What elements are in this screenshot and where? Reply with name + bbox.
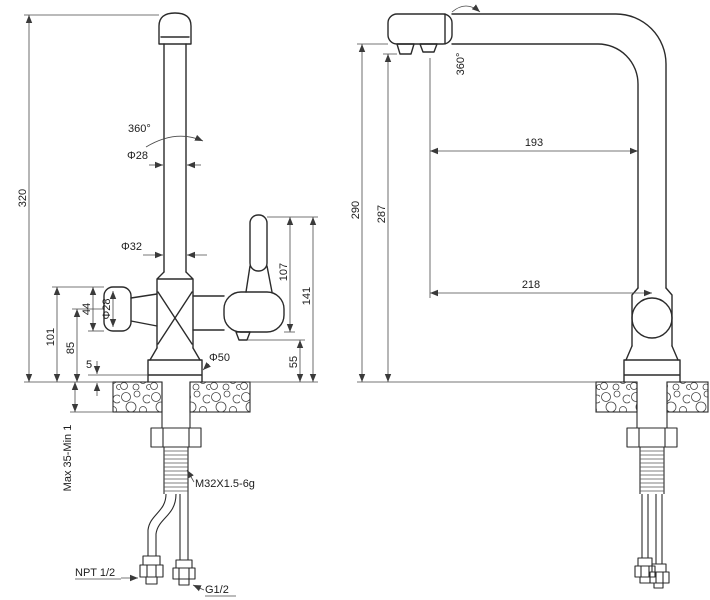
spout-tube-outer xyxy=(451,13,667,289)
dim-knob-top-height: 101 xyxy=(45,328,57,346)
side-spout-outlet xyxy=(235,331,251,341)
valve-body-cross xyxy=(157,291,193,345)
base-flare-side xyxy=(625,345,679,361)
dim-height-to-outlet: 287 xyxy=(376,205,388,223)
base-cylinder xyxy=(147,359,203,383)
dim-height-to-spout: 290 xyxy=(350,201,362,219)
dim-base-diameter: Φ50 xyxy=(209,352,230,364)
handle-end-circle xyxy=(631,297,673,339)
dim-spout-diameter: Φ28 xyxy=(127,150,148,162)
faucet-front-outline xyxy=(103,12,285,383)
faucet-side-outline xyxy=(387,13,681,383)
dim-spout-reach: 193 xyxy=(525,137,543,149)
front-dimensions: 320 360° Φ28 Φ32 101 85 44 xyxy=(17,14,318,597)
base-cylinder-side xyxy=(623,359,681,383)
dim-inlet-right: G1/2 xyxy=(205,584,229,596)
dim-shank-thread: M32X1.5-6g xyxy=(195,478,255,490)
dim-overall-reach: 218 xyxy=(522,279,540,291)
valve-body-side xyxy=(631,287,673,347)
swivel-arc-front xyxy=(145,134,204,148)
side-spout xyxy=(223,291,285,333)
mounting-nut-side xyxy=(626,427,678,448)
side-dimensions: 360° 193 218 290 287 xyxy=(350,4,652,383)
dim-lever-height: 107 xyxy=(278,263,290,281)
right-lever xyxy=(249,214,268,272)
swivel-arc-side xyxy=(451,4,481,13)
countertop-front-left xyxy=(112,381,163,413)
thread-hatch-side xyxy=(640,450,664,492)
hose-left xyxy=(147,493,167,556)
spout-tube-inner xyxy=(451,43,639,289)
spout-cap xyxy=(158,12,192,45)
dim-outlet-height: 55 xyxy=(288,356,300,368)
dim-knob-diameter: Φ28 xyxy=(101,298,113,319)
hose-right-nut xyxy=(172,567,196,580)
dim-deck-thickness: Max 35-Min 1 xyxy=(62,425,74,492)
countertop-side xyxy=(595,381,709,413)
base-flare xyxy=(149,347,201,361)
countertop-front-right xyxy=(189,381,251,413)
dim-swivel-side: 360° xyxy=(455,53,467,76)
mounting-nut-front xyxy=(150,427,202,448)
dim-knob-length: 44 xyxy=(81,303,93,315)
countertop-front xyxy=(112,381,251,413)
thread-hatch-front xyxy=(164,450,188,492)
aerator-side xyxy=(396,43,438,55)
shank-front xyxy=(150,382,202,494)
hose-right xyxy=(179,494,189,560)
hose-left-nut xyxy=(139,564,164,578)
dim-knob-center-height: 85 xyxy=(65,342,77,354)
hoses-side xyxy=(634,494,670,589)
side-spout-join xyxy=(192,295,225,331)
dim-lever-overall-height: 141 xyxy=(301,287,313,305)
valve-body xyxy=(156,271,194,349)
right-lever-stem xyxy=(245,265,273,293)
hoses-front xyxy=(139,493,196,586)
left-handle-stem xyxy=(130,293,158,327)
shank-side xyxy=(626,382,678,494)
dim-body-diameter: Φ32 xyxy=(121,241,142,253)
countertop-side-right xyxy=(666,381,709,413)
countertop-side-left xyxy=(595,381,638,413)
dim-overall-height: 320 xyxy=(17,189,29,207)
dim-base-lip: 5 xyxy=(86,359,92,371)
dim-inlet-left: NPT 1/2 xyxy=(75,567,115,579)
spout-column xyxy=(163,43,187,273)
front-view: 320 360° Φ28 Φ32 101 85 44 xyxy=(17,12,318,597)
spout-head-side xyxy=(387,13,453,45)
side-view: 360° 193 218 290 287 xyxy=(350,4,709,589)
dim-swivel-front: 360° xyxy=(128,123,151,135)
